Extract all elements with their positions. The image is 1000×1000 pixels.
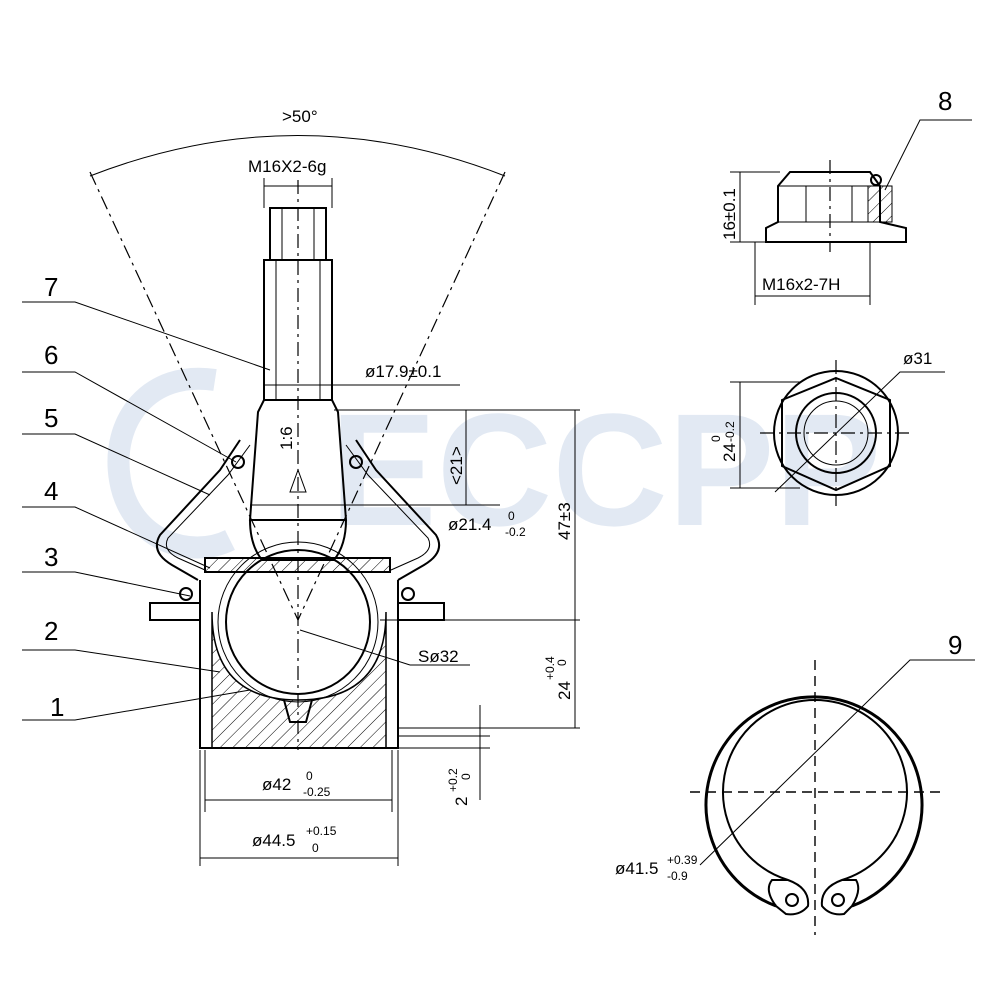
boot-clip-right [349, 455, 363, 469]
len-2-sub: 0 [459, 773, 473, 780]
main-assembly [22, 135, 580, 866]
ring-label: ø41.5 [615, 859, 658, 878]
dia-445-sub: 0 [312, 841, 319, 855]
dia-42-sup: 0 [306, 769, 313, 783]
nut-af-sub: -0.2 [723, 421, 737, 442]
sphere-label: Sø32 [418, 647, 459, 666]
part-number-4: 4 [44, 476, 58, 506]
len-24-sup: +0.4 [543, 656, 557, 680]
part-number-6: 6 [44, 340, 58, 370]
len-24-sub: 0 [555, 659, 569, 666]
circlip-outer [704, 695, 924, 908]
angle-label: >50° [282, 107, 318, 126]
nut-af-sup: 0 [709, 435, 723, 442]
angle-line-left [89, 171, 299, 621]
nut-height-label: 16±0.1 [720, 188, 739, 240]
nut-body [765, 171, 907, 243]
dia-21-sub: -0.2 [505, 525, 526, 539]
dia-17-label: ø17.9±0.1 [365, 362, 441, 381]
part-number-1: 1 [50, 692, 64, 722]
dia-21-label: ø21.4 [448, 515, 491, 534]
len-21-label: <21> [447, 446, 466, 485]
nut-top-view [730, 360, 945, 506]
part-number-5: 5 [44, 403, 58, 433]
dia-42-sub: -0.25 [303, 785, 331, 799]
part-number-9: 9 [948, 630, 962, 660]
part-number-2: 2 [44, 616, 58, 646]
dia-21-sup: 0 [508, 509, 515, 523]
nut-dia-label: ø31 [903, 349, 932, 368]
part-number-7: 7 [44, 272, 58, 302]
angle-arc [89, 135, 506, 177]
grease-plug [283, 699, 313, 723]
nut-af-label: 24 [720, 443, 739, 462]
boot-inner [165, 444, 431, 571]
len-47-label: 47±3 [555, 502, 574, 540]
taper-label: 1:6 [277, 426, 296, 450]
flange-right [397, 602, 445, 621]
ring-sub: -0.9 [667, 869, 688, 883]
boot-clip-left [231, 455, 245, 469]
part-number-8: 8 [938, 86, 952, 116]
housing-section [211, 611, 387, 749]
flange-left [149, 602, 201, 621]
len-24-label: 24 [555, 681, 574, 700]
ball-seat [217, 541, 379, 703]
thread-label: M16X2-6g [248, 157, 326, 176]
len-2-sup: +0.2 [446, 768, 460, 792]
taper-arrow [289, 468, 307, 493]
dia-445-sup: +0.15 [306, 824, 337, 838]
boot-outer [156, 439, 440, 581]
labels: >50° M16X2-6g ø17.9±0.1 1:6 <21> ø21.4 0… [44, 86, 962, 883]
dia-445-label: ø44.5 [252, 831, 295, 850]
angle-line-right [297, 171, 506, 621]
len-2-label: 2 [452, 797, 471, 806]
nut-side-view [730, 119, 972, 305]
circlip [690, 659, 975, 935]
ring-sup: +0.39 [667, 853, 698, 867]
part-leaders [22, 301, 271, 721]
ball-sphere [225, 549, 371, 695]
part-number-3: 3 [44, 542, 58, 572]
dia-42-label: ø42 [262, 775, 291, 794]
nut-thread-label: M16x2-7H [762, 275, 840, 294]
